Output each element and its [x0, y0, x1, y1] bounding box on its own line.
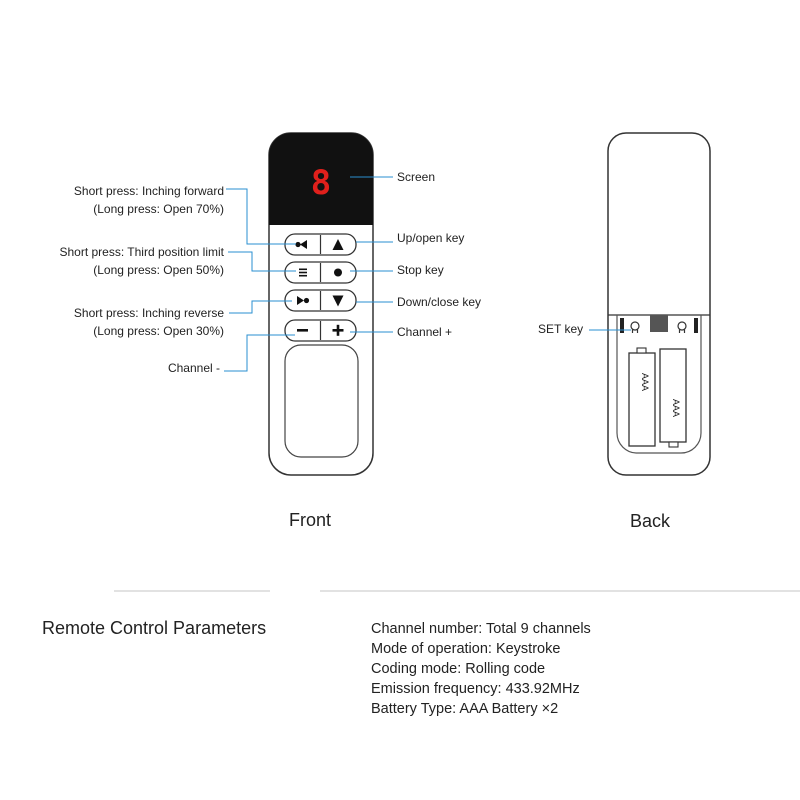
parameter-item: Emission frequency: 433.92MHz: [371, 681, 580, 697]
back-tab-right: [694, 318, 698, 333]
channel-minus-button[interactable]: [297, 329, 308, 332]
screen-label: Screen: [397, 170, 435, 184]
minus-icon: [297, 329, 308, 332]
back-tab-left: [620, 318, 624, 333]
set-key-label: SET key: [538, 322, 583, 336]
battery-right: AAA: [659, 348, 687, 448]
parameter-item: Mode of operation: Keystroke: [371, 641, 561, 657]
triangle-down-icon: [332, 295, 344, 307]
third-position-sublabel: (Long press: Open 50%): [93, 263, 224, 277]
plus-icon: [332, 324, 344, 336]
battery-left: AAA: [628, 347, 656, 447]
parameters-list: Channel number: Total 9 channels Mode of…: [371, 619, 591, 719]
set-key-button[interactable]: [650, 315, 668, 332]
inching-reverse-button[interactable]: [297, 296, 310, 305]
down-close-button[interactable]: [332, 295, 344, 307]
inching-forward-button[interactable]: [295, 240, 307, 249]
inching-forward-label: Short press: Inching forward: [74, 184, 224, 198]
channel-plus-label: Channel +: [397, 325, 452, 339]
inching-reverse-sublabel: (Long press: Open 30%): [93, 324, 224, 338]
up-open-key-label: Up/open key: [397, 231, 464, 245]
triangle-left-icon: [300, 240, 307, 249]
third-position-label: Short press: Third position limit: [59, 245, 224, 259]
back-remote-body: [607, 132, 711, 476]
parameters-title: Remote Control Parameters: [42, 618, 267, 638]
battery-label: AAA: [640, 373, 650, 391]
third-position-button[interactable]: [299, 268, 307, 277]
contact-spring-icon: [677, 321, 687, 333]
front-lower-panel: [284, 344, 359, 458]
inching-reverse-label: Short press: Inching reverse: [74, 306, 224, 320]
down-close-key-label: Down/close key: [397, 295, 481, 309]
channel-minus-label: Channel -: [168, 361, 220, 375]
parameter-item: Coding mode: Rolling code: [371, 661, 546, 677]
dot-icon: [303, 297, 310, 304]
back-caption: Back: [630, 511, 671, 531]
channel-plus-button[interactable]: [332, 324, 344, 336]
front-callout-text: Screen Up/open key Stop key Down/close k…: [59, 170, 481, 375]
stop-dot-icon: [334, 268, 342, 277]
front-caption: Front: [289, 510, 331, 530]
menu-lines-icon: [299, 268, 307, 277]
up-open-button[interactable]: [332, 239, 344, 250]
stop-button[interactable]: [334, 268, 342, 277]
front-callout-lines: [224, 176, 393, 372]
dot-icon: [295, 241, 301, 248]
parameter-item: Channel number: Total 9 channels: [371, 621, 591, 637]
battery-compartment: [616, 315, 702, 454]
inching-forward-sublabel: (Long press: Open 70%): [93, 202, 224, 216]
front-screen: [269, 133, 373, 225]
parameter-item: Battery Type: AAA Battery ×2: [371, 701, 559, 717]
screen-digit: 8: [311, 163, 331, 203]
stop-key-label: Stop key: [397, 263, 444, 277]
front-remote: 8: [268, 132, 374, 476]
battery-label: AAA: [671, 399, 681, 417]
triangle-right-icon: [297, 296, 304, 305]
back-remote: AAA AAA: [607, 132, 711, 476]
contact-spring-icon: [630, 321, 640, 333]
triangle-up-icon: [332, 239, 344, 250]
